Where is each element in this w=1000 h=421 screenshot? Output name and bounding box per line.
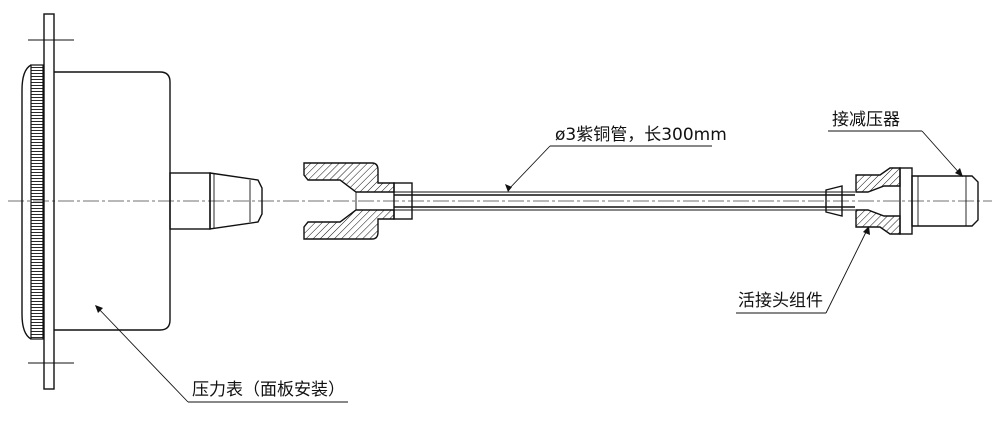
mounting-panel — [43, 13, 55, 390]
union-nut-left — [303, 162, 413, 240]
knurled-bezel — [30, 64, 44, 340]
label-reducer: 接减压器 — [832, 110, 900, 130]
reducer-connector — [911, 175, 979, 227]
label-union-assembly: 活接头组件 — [738, 291, 823, 311]
union-assembly — [825, 167, 979, 235]
copper-tube — [394, 191, 855, 211]
pressure-gauge — [21, 13, 263, 390]
label-pressure-gauge: 压力表（面板安装） — [192, 380, 345, 400]
label-copper-tube: ø3紫铜管，长300mm — [555, 125, 727, 145]
